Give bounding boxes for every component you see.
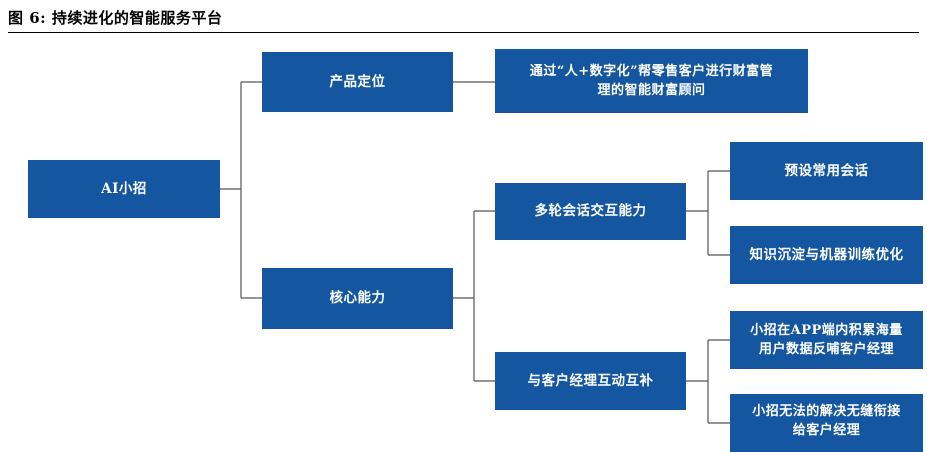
node-root-label: AI小招	[101, 180, 147, 197]
node-positioning-label: 产品定位	[329, 73, 386, 90]
node-core-label: 核心能力	[329, 290, 386, 306]
node-preset: 预设常用会话	[730, 142, 923, 200]
title-underline	[8, 32, 919, 33]
tree-connectors	[220, 81, 730, 424]
node-accumulate-line2: 用户数据反哺客户经理	[758, 342, 894, 357]
node-knowledge-label: 知识沉淀与机器训练优化	[749, 246, 904, 263]
node-solve: 小招无法的解决无缝衔接 给客户经理	[730, 394, 923, 452]
node-mutual-label: 与客户经理互动互补	[527, 372, 654, 389]
node-preset-label: 预设常用会话	[784, 162, 869, 179]
node-core: 核心能力	[262, 268, 453, 329]
node-knowledge: 知识沉淀与机器训练优化	[730, 226, 923, 284]
node-positioning-desc: 通过“人+数字化”帮零售客户进行财富管 理的智能财富顾问	[495, 49, 808, 113]
node-accumulate: 小招在APP端内积累海量 用户数据反哺客户经理	[730, 311, 923, 369]
node-positioning-desc-line2: 理的智能财富顾问	[597, 83, 706, 98]
node-positioning: 产品定位	[262, 52, 453, 112]
node-accumulate-line1: 小招在APP端内积累海量	[750, 323, 903, 338]
node-root: AI小招	[28, 160, 220, 218]
node-solve-line1: 小招无法的解决无缝衔接	[752, 404, 901, 419]
node-solve-line2: 给客户经理	[792, 423, 861, 438]
node-positioning-desc-line1: 通过“人+数字化”帮零售客户进行财富管	[529, 64, 774, 79]
node-mutual: 与客户经理互动互补	[495, 352, 686, 410]
node-multi-turn-label: 多轮会话交互能力	[534, 203, 647, 219]
figure-title: 图 6: 持续进化的智能服务平台	[8, 9, 223, 27]
node-multi-turn: 多轮会话交互能力	[495, 183, 686, 240]
